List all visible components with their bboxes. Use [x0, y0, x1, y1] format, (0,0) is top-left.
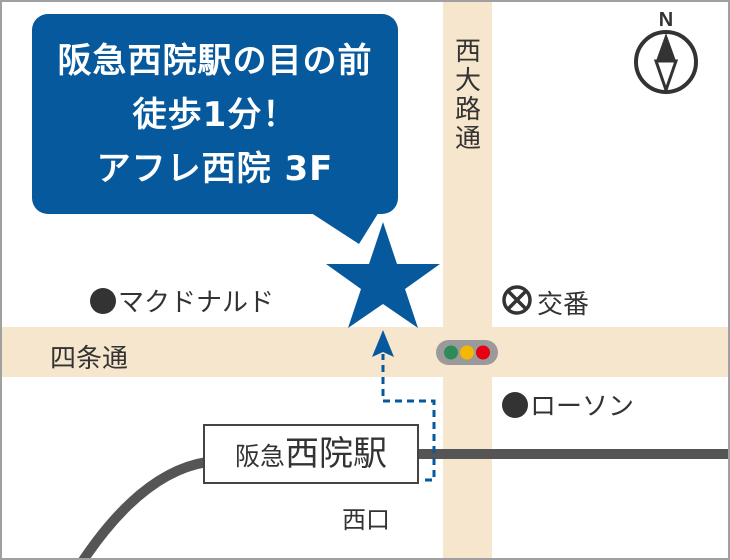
- station-exit-label: 西口: [342, 506, 390, 534]
- filled-circle-icon: [90, 288, 116, 314]
- station-name: 西院駅: [285, 434, 387, 474]
- station-prefix: 阪急: [234, 442, 285, 471]
- nishioji-street: [443, 2, 492, 558]
- star-icon: [326, 222, 440, 328]
- filled-circle-icon: [502, 392, 528, 418]
- traffic-light-icon: [436, 340, 498, 365]
- shijo-street: [2, 327, 728, 377]
- railway-line: [78, 457, 208, 558]
- compass-icon: N: [634, 9, 698, 95]
- route-arrow-icon: [372, 330, 394, 357]
- landmark-koban: 交番: [537, 290, 590, 320]
- nishioji-label: 西大路通: [454, 37, 481, 154]
- callout-bubble: 阪急西院駅の目の前 徒歩1分！ アフレ西院 3F: [32, 14, 398, 214]
- callout-line-1: 阪急西院駅の目の前: [57, 41, 373, 81]
- landmark-mcdonalds: マクドナルド: [90, 282, 274, 319]
- shijo-label: 四条通: [50, 344, 129, 374]
- callout-line-3: アフレ西院 3F: [96, 149, 334, 189]
- landmark-lawson: ローソン: [502, 386, 634, 423]
- north-label: N: [659, 9, 673, 31]
- callout-tail: [302, 207, 382, 244]
- walking-route: [381, 354, 436, 482]
- station-box: 阪急西院駅: [203, 424, 419, 484]
- police-box-icon: [502, 285, 532, 315]
- callout-line-2: 徒歩1分！: [132, 95, 298, 135]
